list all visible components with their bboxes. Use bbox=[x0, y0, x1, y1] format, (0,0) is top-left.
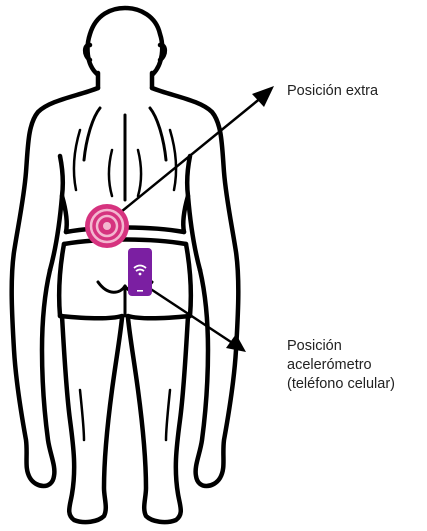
human-body-back-outline bbox=[12, 8, 239, 522]
extra-position-label: Posición extra bbox=[287, 82, 378, 101]
smartphone-wifi-icon bbox=[128, 248, 152, 296]
concentric-target-icon bbox=[85, 204, 129, 248]
accelerometer-position-label: Posición acelerómetro (teléfono celular) bbox=[287, 337, 395, 394]
accelerometer-label-line-3: (teléfono celular) bbox=[287, 375, 395, 394]
accelerometer-label-line-1: Posición bbox=[287, 337, 395, 356]
accelerometer-label-line-2: acelerómetro bbox=[287, 356, 395, 375]
